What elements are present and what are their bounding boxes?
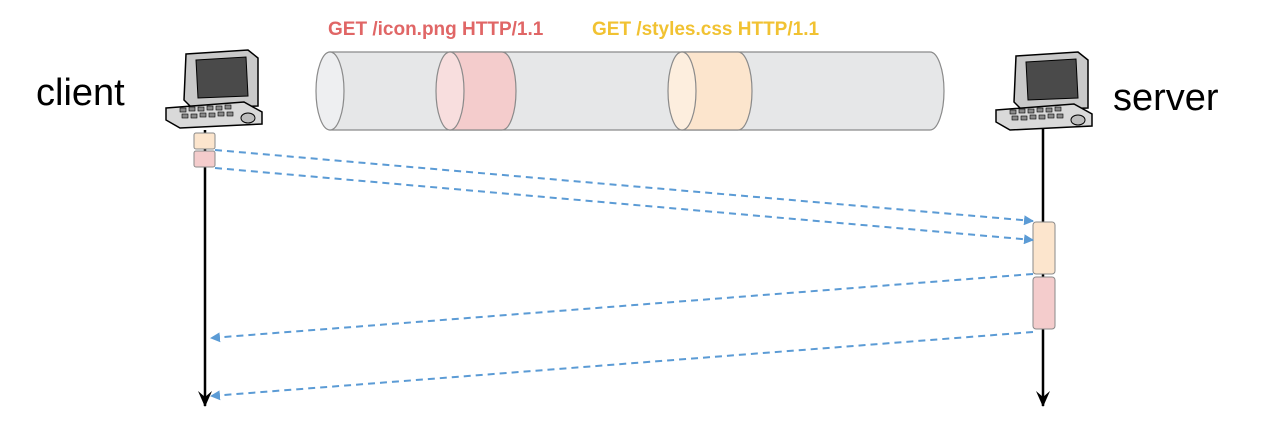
response-arrow-styles	[210, 273, 1034, 343]
request-label-icon: GET /icon.png HTTP/1.1	[328, 19, 544, 40]
pipe-segment-styles-request	[667, 51, 753, 131]
pipe-segment-icon-request	[435, 51, 517, 131]
request-arrow-styles	[214, 149, 1034, 226]
request-arrow-icon	[214, 167, 1034, 245]
client-request-styles-box	[193, 132, 216, 150]
server-response-icon-box	[1032, 276, 1056, 330]
server-label: server	[1113, 77, 1219, 119]
client-label: client	[36, 72, 125, 114]
connection-pipe	[315, 51, 945, 131]
server-computer-icon	[995, 51, 1093, 131]
client-computer-icon	[165, 49, 263, 129]
server-response-styles-box	[1032, 221, 1056, 275]
request-label-styles: GET /styles.css HTTP/1.1	[592, 19, 819, 40]
client-request-icon-box	[193, 150, 216, 168]
response-arrow-icon	[210, 331, 1034, 401]
